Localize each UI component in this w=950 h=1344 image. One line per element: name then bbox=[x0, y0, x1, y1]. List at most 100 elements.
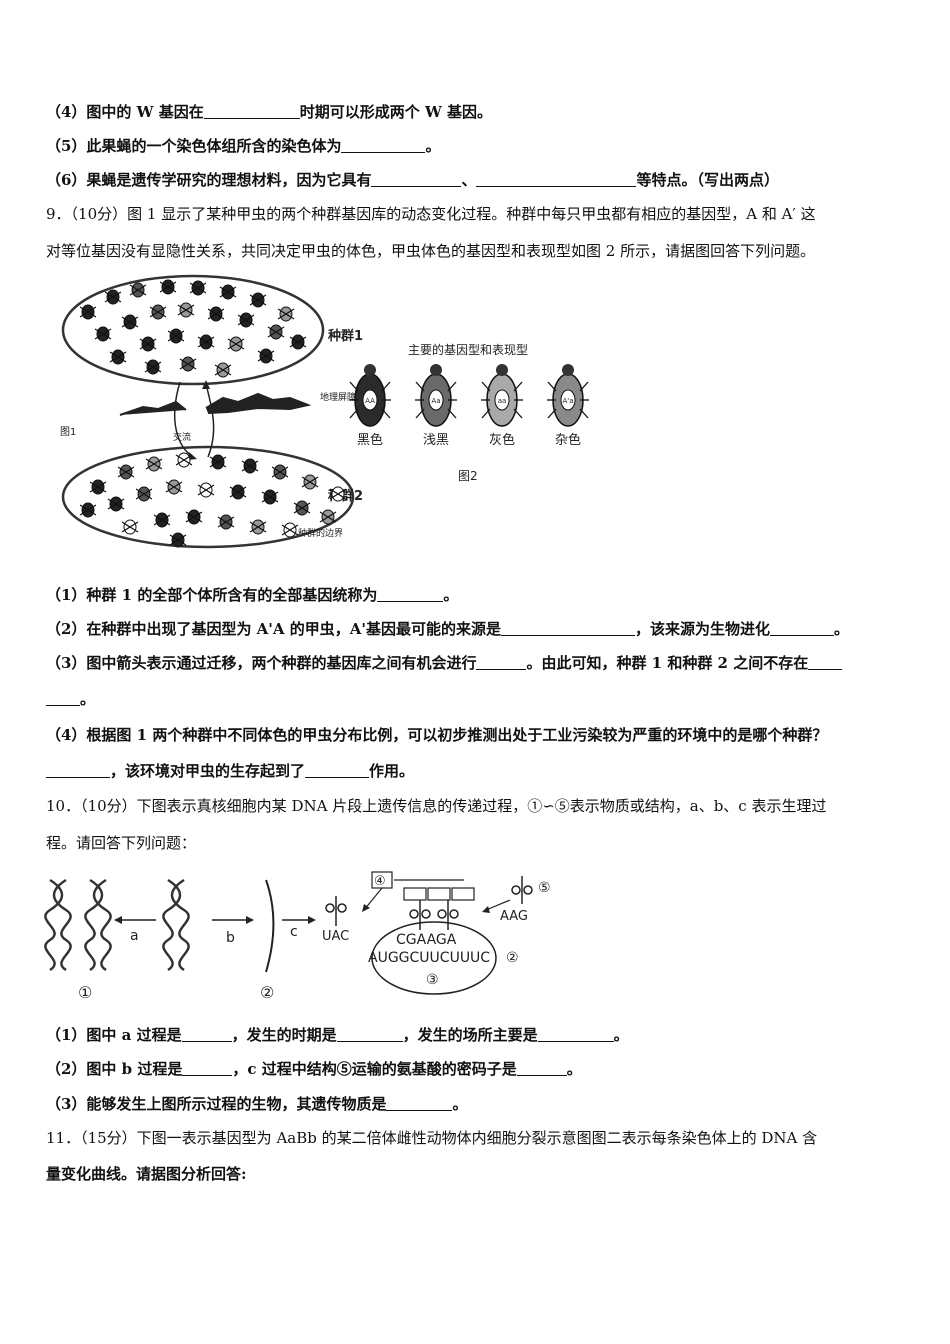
anticodon-aag: AAG bbox=[500, 909, 528, 924]
beetle-icon bbox=[209, 454, 227, 470]
dna-double-helix bbox=[44, 878, 190, 972]
figure-2-label: 图2 bbox=[458, 469, 478, 483]
answer-blank[interactable] bbox=[182, 1060, 233, 1076]
beetle-icon bbox=[189, 280, 207, 296]
genotype-label: Aa bbox=[431, 397, 440, 405]
barrier-label: 地理屏障 bbox=[320, 391, 356, 403]
anticodons-label: CGAAGA bbox=[396, 932, 457, 948]
answer-blank[interactable] bbox=[336, 1026, 403, 1042]
answer-blank[interactable] bbox=[516, 1060, 567, 1076]
marker-2b: ② bbox=[260, 983, 274, 1002]
answer-blank[interactable] bbox=[305, 762, 370, 778]
population-2-ellipse bbox=[61, 445, 355, 549]
beetle-icon bbox=[281, 522, 299, 538]
beetle-icon bbox=[214, 362, 232, 378]
beetle-icon bbox=[241, 458, 259, 474]
answer-blank[interactable] bbox=[537, 1026, 614, 1042]
beetle-icon bbox=[207, 306, 225, 322]
trna-free bbox=[325, 896, 347, 926]
q10-part1: （1）图中 a 过程是，发生的时期是，发生的场所主要是。 bbox=[46, 1026, 629, 1044]
beetle-icon bbox=[109, 349, 127, 365]
beetle-icon bbox=[219, 284, 237, 300]
anticodon-uac: UAC bbox=[322, 929, 349, 944]
beetle-icon bbox=[267, 324, 285, 340]
beetle-icon bbox=[153, 512, 171, 528]
beetle-icon bbox=[89, 479, 107, 495]
answer-blank[interactable] bbox=[203, 103, 300, 119]
q9-part1: （1）种群 1 的全部个体所含有的全部基因统称为。 bbox=[46, 586, 459, 604]
answer-blank[interactable] bbox=[46, 690, 80, 706]
q10-part2: （2）图中 b 过程是，c 过程中结构⑤运输的氨基酸的密码子是。 bbox=[46, 1060, 582, 1078]
process-a-label: a bbox=[130, 928, 139, 944]
marker-1: ① bbox=[78, 983, 92, 1002]
q9-stem-line2: 对等位基因没有显隐性关系，共同决定甲虫的体色，甲虫体色的基因型和表现型如图 2 … bbox=[46, 242, 816, 260]
beetle-icon bbox=[289, 334, 307, 350]
beetle-icon bbox=[293, 500, 311, 516]
beetle-phenotype-1: Aa 浅黑 bbox=[415, 364, 457, 448]
answer-blank[interactable] bbox=[46, 762, 110, 778]
beetle-icon bbox=[177, 302, 195, 318]
process-c-label: c bbox=[290, 924, 298, 940]
genotype-label: AA bbox=[365, 397, 375, 405]
beetle-icon bbox=[121, 519, 139, 535]
beetle-icon bbox=[107, 496, 125, 512]
process-b-label: b bbox=[226, 930, 235, 946]
beetle-icon bbox=[117, 464, 135, 480]
beetle-icon bbox=[257, 348, 275, 364]
q10-figure: a b c UAC AUGGCUUCUUUC CGAAGA ③ ② ④ ⑤ AA… bbox=[44, 871, 551, 1002]
answer-blank[interactable] bbox=[371, 171, 462, 187]
genotype-label: A'a bbox=[562, 397, 573, 405]
beetle-icon bbox=[175, 452, 193, 468]
figure-2-title: 主要的基因型和表现型 bbox=[408, 342, 528, 357]
q9-part2: （2）在种群中出现了基因型为 A'A 的甲虫，A'基因最可能的来源是，该来源为生… bbox=[46, 620, 850, 638]
beetle-icon bbox=[94, 326, 112, 342]
beetle-icon bbox=[197, 482, 215, 498]
answer-blank[interactable] bbox=[476, 654, 527, 670]
q9-part3-cont: 。 bbox=[46, 688, 910, 710]
q9-figure: 地理屏障 交流 图1 种群1 种群2 种群的边界 主要的基因型和表现型 AA黑色… bbox=[60, 274, 589, 549]
q9-part4: （4）根据图 1 两个种群中不同体色的甲虫分布比例，可以初步推测出处于工业污染较… bbox=[46, 726, 828, 744]
beetle-phenotype-0: AA 黑色 bbox=[349, 364, 391, 448]
beetle-icon bbox=[229, 484, 247, 500]
phenotype-label: 浅黑 bbox=[423, 433, 449, 448]
beetle-icon bbox=[79, 502, 97, 518]
marker-5: ⑤ bbox=[538, 880, 551, 896]
phenotype-label: 杂色 bbox=[555, 432, 581, 448]
beetle-icon bbox=[271, 464, 289, 480]
beetle-icon bbox=[129, 282, 147, 298]
beetle-icon bbox=[145, 456, 163, 472]
migration-arrow-down bbox=[173, 381, 194, 458]
q8-part6: （6）果蝇是遗传学研究的理想材料，因为它具有、等特点。（写出两点） bbox=[46, 171, 779, 189]
exchange-label: 交流 bbox=[173, 431, 191, 443]
geographic-barrier bbox=[119, 392, 312, 416]
beetle-icon bbox=[249, 292, 267, 308]
q8-part5: （5）此果蝇的一个染色体组所含的染色体为。 bbox=[46, 137, 441, 155]
phenotype-label: 灰色 bbox=[489, 432, 515, 448]
q11-stem-line2: 量变化曲线。请据图分析回答: bbox=[46, 1165, 247, 1183]
answer-blank[interactable] bbox=[386, 1095, 453, 1111]
phenotype-label: 黑色 bbox=[357, 432, 383, 448]
answer-blank[interactable] bbox=[181, 1026, 232, 1042]
marker-2: ② bbox=[506, 950, 519, 966]
q8-part4: （4）图中的 W 基因在时期可以形成两个 W 基因。 bbox=[46, 103, 493, 121]
beetle-icon bbox=[104, 289, 122, 305]
beetle-icon bbox=[139, 336, 157, 352]
answer-blank[interactable] bbox=[808, 654, 843, 670]
q10-stem-line1: 10．（10分）下图表示真核细胞内某 DNA 片段上遗传信息的传递过程，①∽⑤表… bbox=[46, 797, 827, 815]
answer-blank[interactable] bbox=[500, 620, 635, 636]
q11-stem-line1: 11．（15分）下图一表示基因型为 AaBb 的某二倍体雌性动物体内细胞分裂示意… bbox=[46, 1129, 818, 1147]
beetle-icon bbox=[144, 359, 162, 375]
beetle-icon bbox=[165, 479, 183, 495]
q9-stem-line1: 9．（10分）图 1 显示了某种甲虫的两个种群基因库的动态变化过程。种群中每只甲… bbox=[46, 205, 816, 223]
q9-part3: （3）图中箭头表示通过迁移，两个种群的基因库之间有机会进行。由此可知，种群 1 … bbox=[46, 652, 910, 674]
mrna-strand bbox=[265, 879, 275, 973]
answer-blank[interactable] bbox=[476, 171, 637, 187]
beetle-icon bbox=[261, 489, 279, 505]
answer-blank[interactable] bbox=[377, 586, 444, 602]
answer-blank[interactable] bbox=[770, 620, 834, 636]
answer-blank[interactable] bbox=[341, 137, 426, 153]
beetle-icon bbox=[329, 486, 347, 502]
beetle-icon bbox=[169, 532, 187, 548]
